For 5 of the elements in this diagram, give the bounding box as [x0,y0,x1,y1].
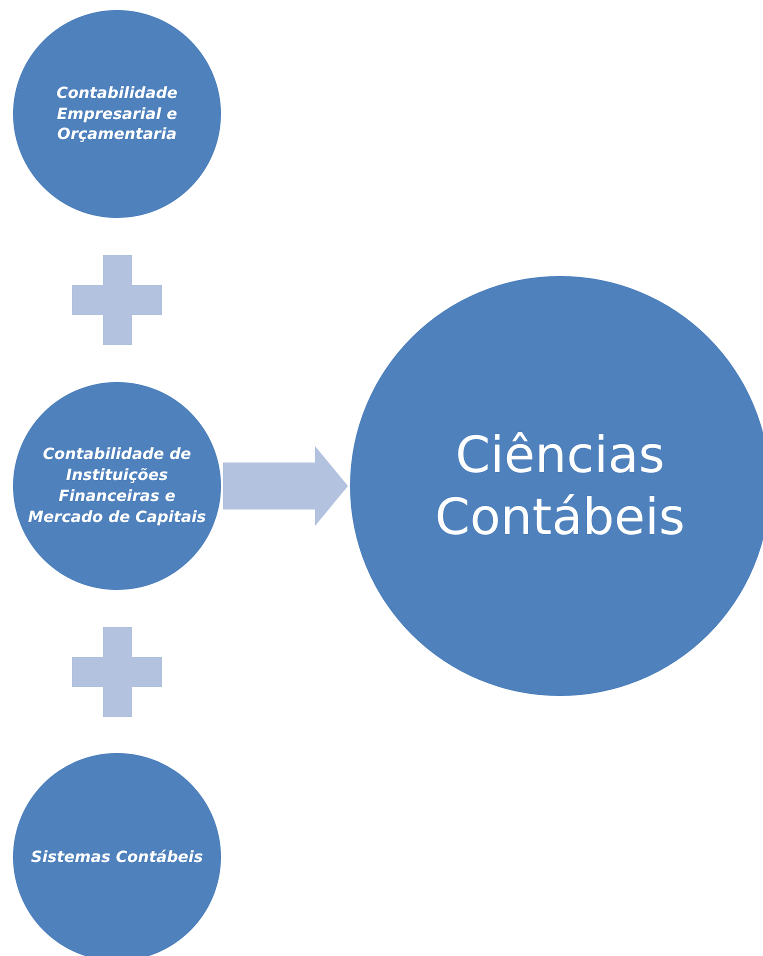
node-label: Contabilidade de Instituições Financeiras e Mercado de Capitais [26,444,208,528]
node-label: Contabilidade Empresarial e Orçamentaria [55,82,179,146]
node-label: Ciências Contábeis [434,424,686,548]
node-label: Sistemas Contábeis [30,846,204,868]
block-arrow [223,446,348,526]
